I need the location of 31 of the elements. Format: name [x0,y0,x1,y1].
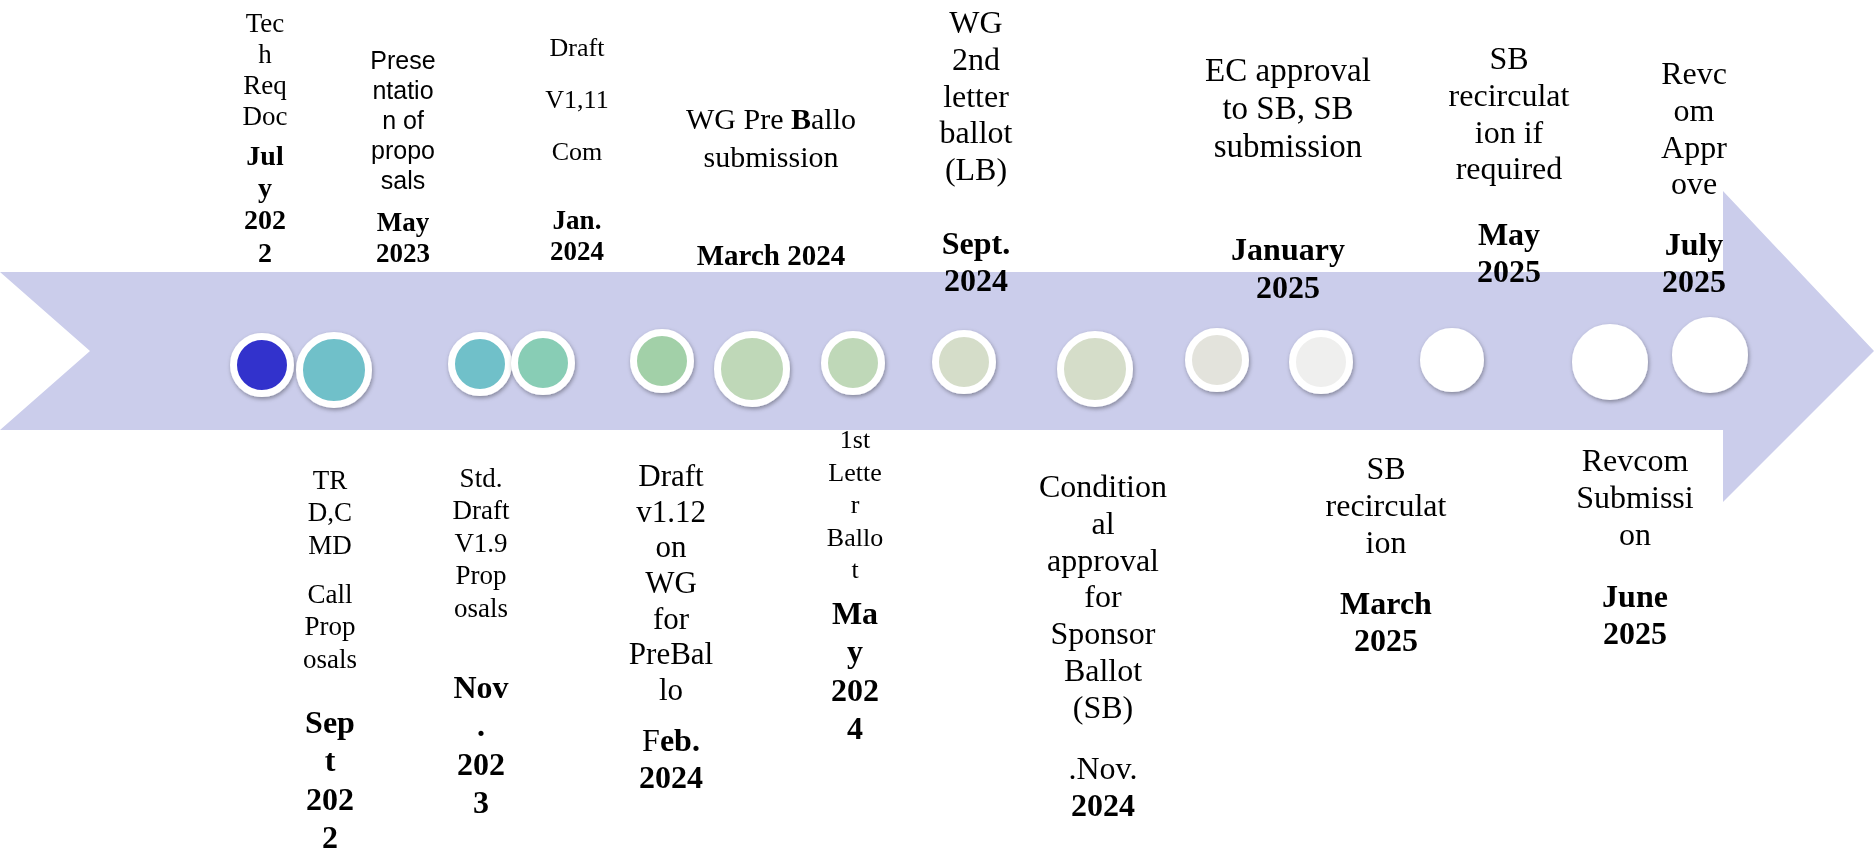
milestone-text: EC approval to SB, SB submission [1204,52,1372,166]
milestone-date: June 2025 [1601,578,1669,652]
milestone-text: Call Proposals [302,578,358,676]
milestone-text: .Nov. 2024 [1067,750,1139,824]
milestone-text: WG Pre Ballo submission [686,101,856,175]
milestone-date: Sept. 2024 [940,225,1012,299]
milestone-text: Draft V1,11 Com [544,32,610,168]
milestone-date: March 2024 [696,238,846,273]
milestone-text: SB recirculation if required [1448,40,1570,188]
milestone-date: Jan. 2024 [549,205,605,268]
milestone-text: Revcom Submission [1575,442,1695,553]
milestone-date: July 2025 [1661,226,1727,300]
milestone-date: March 2025 [1339,585,1433,659]
milestone-text: Feb. 2024 [638,722,704,796]
milestone-date: May 2024 [830,594,880,748]
milestone-date: July 2022 [243,140,287,269]
milestone-text: Std. DraftV1.9 Proposals [451,462,511,624]
milestone-text: 1st Letter Ballot [825,424,885,586]
milestone-text: Revcom Approve [1660,55,1728,203]
milestone-date: Nov. 2023 [452,668,510,822]
milestone-text: TRD,CMD [306,464,354,562]
milestone-text: SB recirculation [1325,450,1447,561]
milestone-text: Conditional approval for Sponsor Ballot (SB) [1038,468,1168,726]
milestone-text: Tech Req Doc [242,8,288,133]
milestone-text: Draft v1.12 on WG for PreBallo [628,458,714,708]
milestone-date: May 2023 [375,207,431,270]
milestone-text: WG 2nd letter ballot (LB) [938,4,1014,188]
milestone-date: Sept 2022 [304,703,356,857]
milestone-date: May 2025 [1476,216,1542,290]
milestone-date: January 2025 [1230,230,1346,307]
milestone-text: Presentation of proposals [369,45,437,195]
